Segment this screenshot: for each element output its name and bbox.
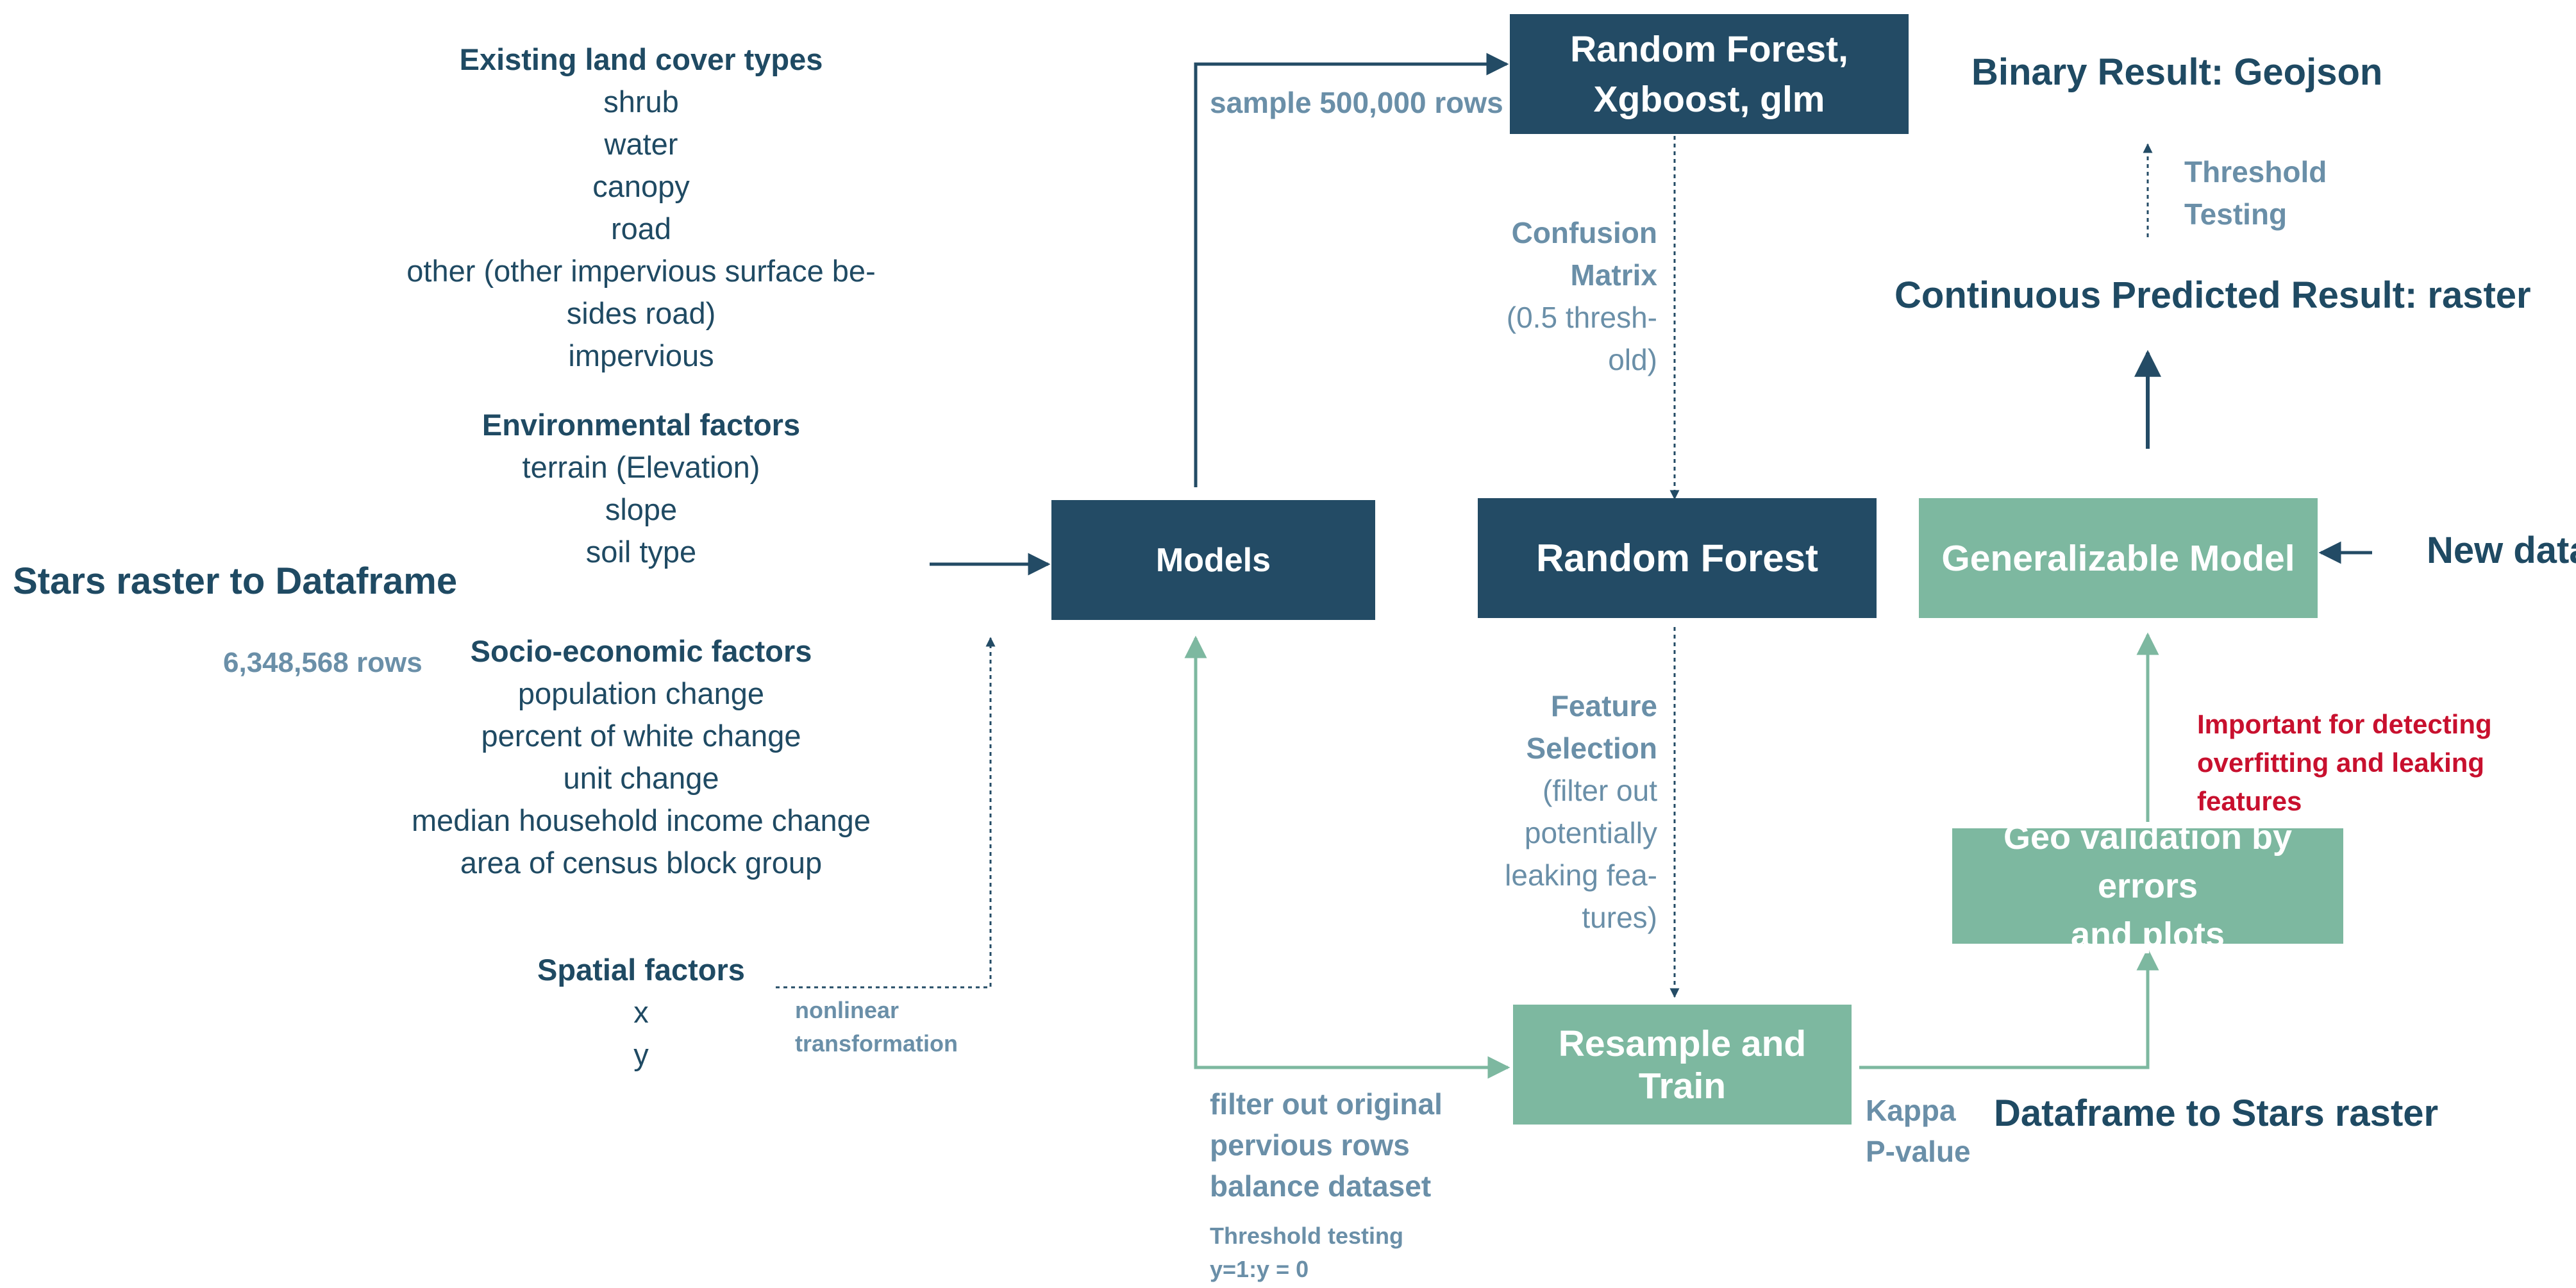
geo-validation-box: Geo validation by errors and plots	[1952, 818, 2343, 954]
spatial-nonlinear-note: nonlinear transformation	[795, 997, 958, 1057]
factor-item: y	[633, 1037, 649, 1071]
overfitting-note: Important for detecting overfitting and …	[2197, 709, 2492, 816]
factor-item: x	[633, 995, 649, 1029]
dataframe-to-stars-label: Dataframe to Stars raster	[1994, 1092, 2439, 1134]
threshold-testing-bottom-label: Threshold testing y=1:y = 0	[1210, 1223, 1404, 1282]
filter-balance-label: filter out original pervious rows balanc…	[1210, 1087, 1443, 1203]
factor-group-title: Spatial factors	[537, 953, 745, 987]
new-data-label: New data	[2427, 530, 2576, 571]
factor-group-title: Socio-economic factors	[470, 634, 812, 668]
arrow-spatial-nonlinear	[776, 637, 996, 989]
factor-group-title: Environmental factors	[481, 408, 801, 442]
factor-item: canopy	[592, 169, 690, 203]
factor-item: sides road)	[566, 296, 716, 330]
factor-item: median household income change	[412, 803, 871, 837]
factor-item: other (other impervious surface be-	[406, 254, 876, 288]
factor-item: percent of white change	[481, 719, 801, 753]
models-box: Models	[1051, 500, 1375, 620]
factor-group-spatial: Spatial factors x y	[500, 949, 782, 1076]
resample-train-box: Resample and Train	[1513, 1005, 1852, 1125]
arrow-resample-to-geo-validation	[1859, 948, 2159, 1069]
factor-group-title: Existing land cover types	[459, 42, 823, 76]
rf-xgboost-glm-box: Random Forest, Xgboost, glm	[1510, 14, 1909, 134]
factor-group-environmental: Environmental factors terrain (Elevation…	[372, 404, 910, 573]
binary-result-label: Binary Result: Geojson	[1971, 51, 2383, 93]
factor-group-land-cover: Existing land cover types shrub water ca…	[372, 38, 910, 377]
generalizable-model-box: Generalizable Model	[1919, 498, 2318, 618]
factor-item: soil type	[585, 535, 697, 569]
factor-item: water	[604, 127, 678, 161]
confusion-matrix-label: Confusion Matrix (0.5 thresh- old)	[1506, 216, 1657, 376]
factor-item: population change	[517, 676, 765, 710]
factor-item: area of census block group	[460, 846, 823, 880]
threshold-testing-top-label: Threshold Testing	[2184, 155, 2327, 231]
kappa-pvalue-label: Kappa P-value	[1866, 1094, 1971, 1168]
factor-item: impervious	[568, 339, 714, 372]
input-row-count: 6,348,568 rows	[223, 647, 422, 678]
input-title: Stars raster to Dataframe	[13, 560, 458, 602]
factor-item: shrub	[603, 85, 679, 119]
feature-selection-label: Feature Selection (filter out potentiall…	[1505, 689, 1657, 934]
factor-group-socio-economic: Socio-economic factors population change…	[372, 630, 910, 884]
continuous-result-label: Continuous Predicted Result: raster	[1894, 274, 2531, 316]
arrow-models-resample-loop	[1184, 635, 1510, 1079]
random-forest-box: Random Forest	[1478, 498, 1877, 618]
arrow-models-to-rf-xgb-glm	[1194, 53, 1509, 487]
sample-rows-label: sample 500,000 rows	[1210, 86, 1503, 119]
factor-item: unit change	[563, 761, 719, 795]
factor-item: slope	[605, 492, 678, 526]
factor-item: terrain (Elevation)	[522, 450, 760, 484]
factor-item: road	[610, 212, 672, 246]
